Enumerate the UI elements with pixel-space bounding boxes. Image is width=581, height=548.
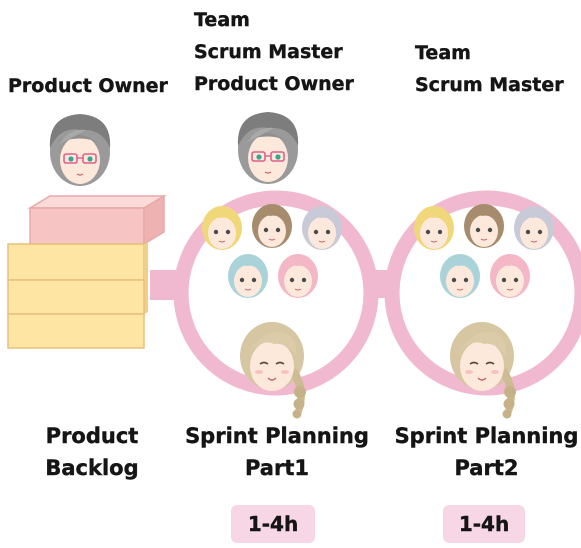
role-team: Team bbox=[194, 9, 250, 31]
team-members-part1 bbox=[202, 204, 342, 298]
duration-badge-part1: 1-4h bbox=[231, 505, 315, 543]
role-scrum-master: Scrum Master bbox=[415, 74, 564, 96]
caption-line-1: Sprint Planning bbox=[394, 424, 579, 448]
role-product-owner: Product Owner bbox=[194, 73, 354, 95]
sprint-planning-part1-caption: Sprint Planning Part1 bbox=[180, 420, 374, 484]
product-owner-label: Product Owner bbox=[8, 75, 168, 97]
product-owner-avatar-part1 bbox=[237, 111, 299, 185]
product-backlog-caption: Product Backlog bbox=[10, 420, 174, 484]
team-members-part2 bbox=[414, 204, 554, 298]
product-owner-avatar bbox=[49, 113, 111, 187]
sprint-planning-part2-caption: Sprint Planning Part2 bbox=[392, 420, 581, 484]
scrum-master-avatar-part1 bbox=[239, 321, 307, 420]
caption-line-1: Sprint Planning bbox=[185, 424, 369, 448]
caption-line-2: Part1 bbox=[244, 456, 309, 480]
part2-roles: Team Scrum Master bbox=[415, 37, 564, 101]
caption-line-1: Product bbox=[45, 424, 139, 448]
role-scrum-master: Scrum Master bbox=[194, 41, 343, 63]
part1-roles: Team Scrum Master Product Owner bbox=[194, 4, 354, 100]
role-team: Team bbox=[415, 42, 471, 64]
duration-badge-part2: 1-4h bbox=[443, 505, 525, 543]
caption-line-2: Part2 bbox=[454, 456, 519, 480]
caption-line-2: Backlog bbox=[45, 456, 139, 480]
scrum-master-avatar-part2 bbox=[449, 321, 517, 420]
product-backlog-icon bbox=[7, 194, 167, 349]
